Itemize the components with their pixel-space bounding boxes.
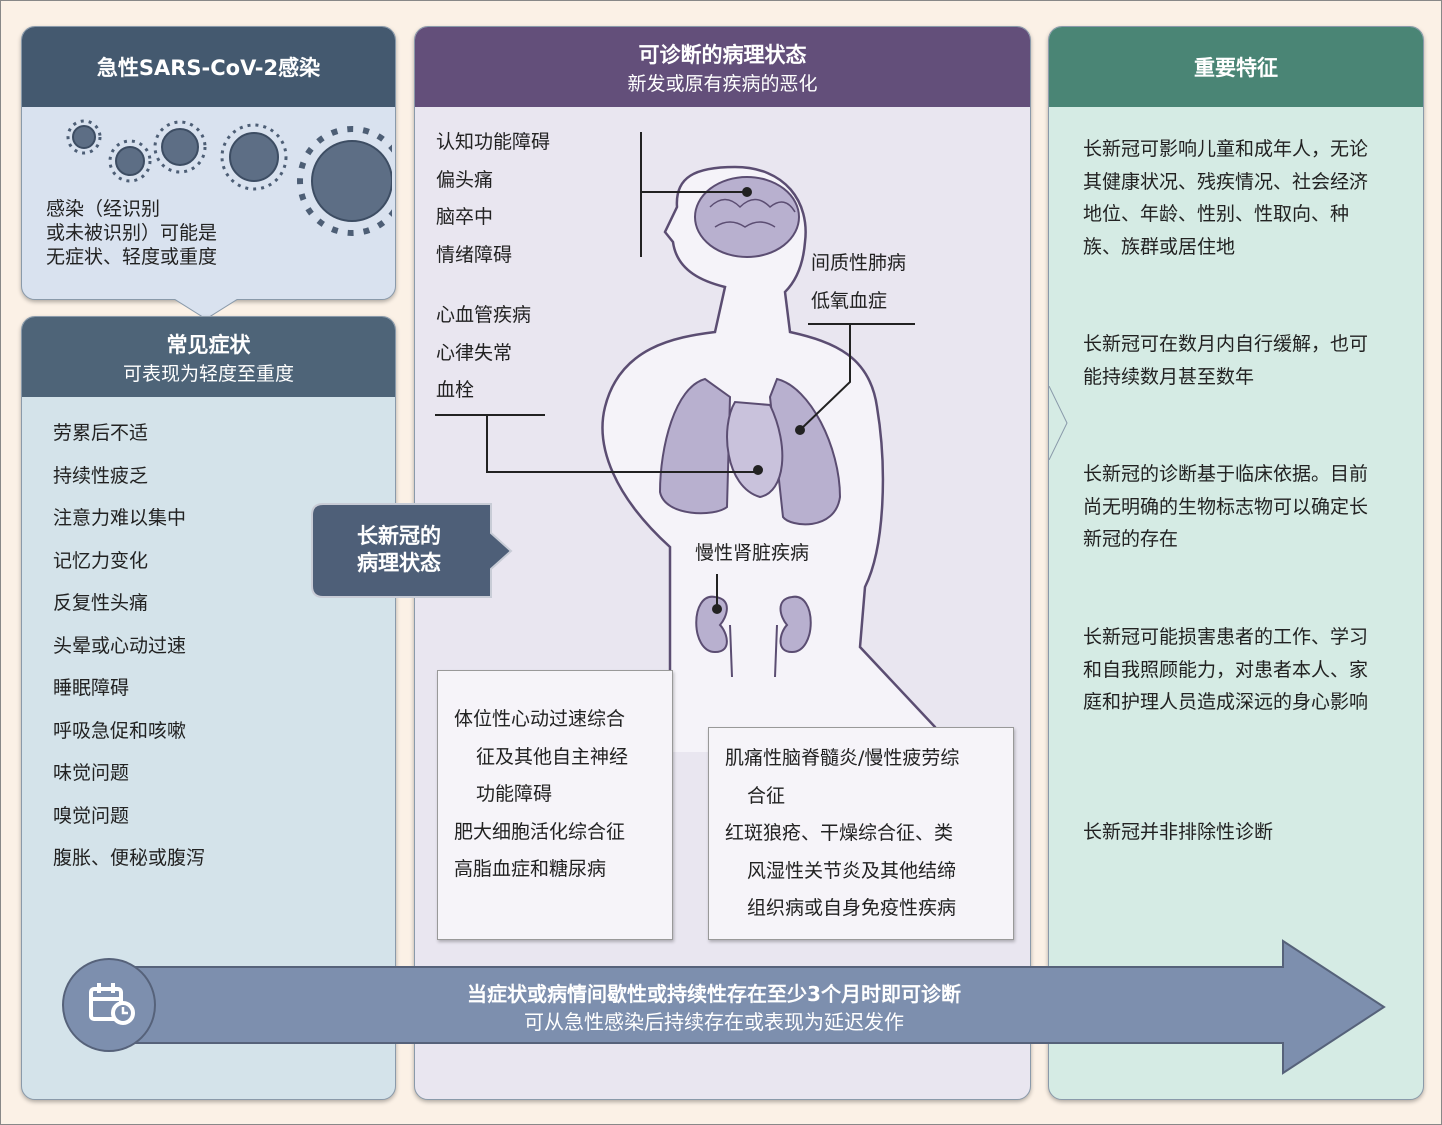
badge-line: 长新冠的 bbox=[357, 524, 441, 548]
symptom-item: 注意力难以集中 bbox=[53, 507, 187, 529]
symptoms-header: 常见症状 可表现为轻度至重度 bbox=[22, 317, 395, 397]
brain-icon bbox=[694, 176, 800, 258]
symptom-item: 睡眠障碍 bbox=[53, 677, 130, 699]
diagnosis-banner: 当症状或病情间歇性或持续性存在至少3个月时即可诊断 可从急性感染后持续存在或表现… bbox=[381, 980, 1047, 1036]
feature-item: 长新冠可在数月内自行缓解，也可能持续数月甚至数年 bbox=[1083, 333, 1369, 388]
diagnosable-header: 可诊断的病理状态 新发或原有疾病的恶化 bbox=[415, 27, 1030, 107]
timeline-arrow bbox=[62, 939, 1386, 1075]
diagnosable-subtitle: 新发或原有疾病的恶化 bbox=[627, 72, 818, 95]
symptom-item: 持续性疲乏 bbox=[53, 464, 149, 487]
diagnosable-panel: 可诊断的病理状态 新发或原有疾病的恶化 认知功能障碍 偏头痛 脑卒中 情绪障碍 … bbox=[414, 26, 1031, 1100]
lung-condition: 低氧血症 bbox=[811, 289, 888, 312]
feature-item: 长新冠可影响儿童和成年人，无论其健康状况、残疾情况、社会经济地位、年龄、性别、性… bbox=[1083, 138, 1369, 258]
virus-icon bbox=[66, 119, 392, 236]
box-line: 体位性心动过速综合 bbox=[454, 708, 626, 730]
symptom-item: 记忆力变化 bbox=[53, 549, 149, 572]
lungs-icon bbox=[658, 377, 842, 526]
symptoms-title: 常见症状 bbox=[166, 332, 251, 357]
box-line: 风湿性关节炎及其他结缔 bbox=[747, 859, 957, 882]
acute-infection-panel: 急性SARS-CoV-2感染 感染（经识别 或未被识别）可能是 无症状、轻度或重… bbox=[21, 26, 396, 300]
heart-condition: 心血管疾病 bbox=[436, 304, 532, 326]
badge-shape bbox=[311, 503, 513, 598]
box-line: 征及其他自主神经 bbox=[476, 745, 629, 768]
heart-condition: 血栓 bbox=[436, 379, 475, 401]
acute-header: 急性SARS-CoV-2感染 bbox=[22, 27, 395, 107]
acute-text-line: 无症状、轻度或重度 bbox=[46, 246, 218, 268]
box-line: 功能障碍 bbox=[476, 783, 553, 805]
symptom-item: 味觉问题 bbox=[53, 762, 130, 784]
acute-title: 急性SARS-CoV-2感染 bbox=[96, 56, 321, 80]
feature-item: 长新冠的诊断基于临床依据。目前尚无明确的生物标志物可以确定长新冠的存在 bbox=[1083, 463, 1369, 550]
features-panel: 重要特征 长新冠可影响儿童和成年人，无论其健康状况、残疾情况、社会经济地位、年龄… bbox=[1048, 26, 1424, 1100]
diagnosable-title: 可诊断的病理状态 bbox=[638, 42, 807, 67]
symptom-item: 劳累后不适 bbox=[53, 422, 149, 444]
features-header: 重要特征 bbox=[1049, 27, 1423, 107]
lung-condition: 间质性肺病 bbox=[811, 252, 907, 274]
banner-title: 当症状或病情间歇性或持续性存在至少3个月时即可诊断 bbox=[467, 982, 961, 1006]
symptoms-subtitle: 可表现为轻度至重度 bbox=[122, 362, 294, 385]
banner-subtitle: 可从急性感染后持续存在或表现为延迟发作 bbox=[524, 1010, 904, 1034]
box-line: 红斑狼疮、干燥综合征、类 bbox=[725, 822, 954, 844]
symptom-item: 头晕或心动过速 bbox=[53, 634, 187, 657]
brain-condition: 偏头痛 bbox=[436, 168, 494, 191]
box-line: 组织病或自身免疫性疾病 bbox=[747, 897, 957, 919]
symptoms-list: 劳累后不适 持续性疲乏 注意力难以集中 记忆力变化 反复性头痛 头晕或心动过速 … bbox=[53, 412, 205, 880]
acute-text-line: 感染（经识别 bbox=[46, 198, 161, 220]
autoimmune-box: 肌痛性脑脊髓炎/慢性疲劳综 合征 红斑狼疮、干燥综合征、类 风湿性关节炎及其他结… bbox=[708, 727, 1014, 940]
autonomic-box: 体位性心动过速综合 征及其他自主神经 功能障碍 肥大细胞活化综合征 高脂血症和糖… bbox=[437, 670, 673, 940]
box-line: 肥大细胞活化综合征 bbox=[454, 820, 626, 843]
kidney-condition: 慢性肾脏疾病 bbox=[695, 542, 810, 564]
feature-item: 长新冠可能损害患者的工作、学习和自我照顾能力，对患者本人、家庭和护理人员造成深远… bbox=[1083, 626, 1369, 713]
body-illustration bbox=[435, 132, 937, 752]
box-line: 肌痛性脑脊髓炎/慢性疲劳综 bbox=[725, 747, 960, 769]
down-pointer bbox=[171, 297, 241, 320]
right-pointer bbox=[1048, 386, 1068, 460]
brain-condition: 情绪障碍 bbox=[436, 243, 513, 266]
symptom-item: 反复性头痛 bbox=[53, 592, 149, 614]
symptom-item: 嗅觉问题 bbox=[53, 804, 130, 827]
badge-line: 病理状态 bbox=[357, 551, 441, 575]
long-covid-badge: 长新冠的 病理状态 bbox=[313, 523, 485, 577]
symptom-item: 呼吸急促和咳嗽 bbox=[53, 719, 187, 742]
feature-item: 长新冠并非排除性诊断 bbox=[1083, 821, 1274, 843]
acute-text-line: 或未被识别）可能是 bbox=[46, 222, 218, 244]
heart-condition: 心律失常 bbox=[436, 341, 513, 364]
features-title: 重要特征 bbox=[1194, 56, 1278, 80]
brain-condition: 认知功能障碍 bbox=[436, 131, 551, 153]
symptom-item: 腹胀、便秘或腹泻 bbox=[53, 847, 206, 869]
box-line: 合征 bbox=[747, 784, 786, 807]
calendar-clock-icon bbox=[89, 983, 135, 1025]
brain-condition: 脑卒中 bbox=[436, 206, 494, 228]
box-line: 高脂血症和糖尿病 bbox=[454, 858, 607, 880]
